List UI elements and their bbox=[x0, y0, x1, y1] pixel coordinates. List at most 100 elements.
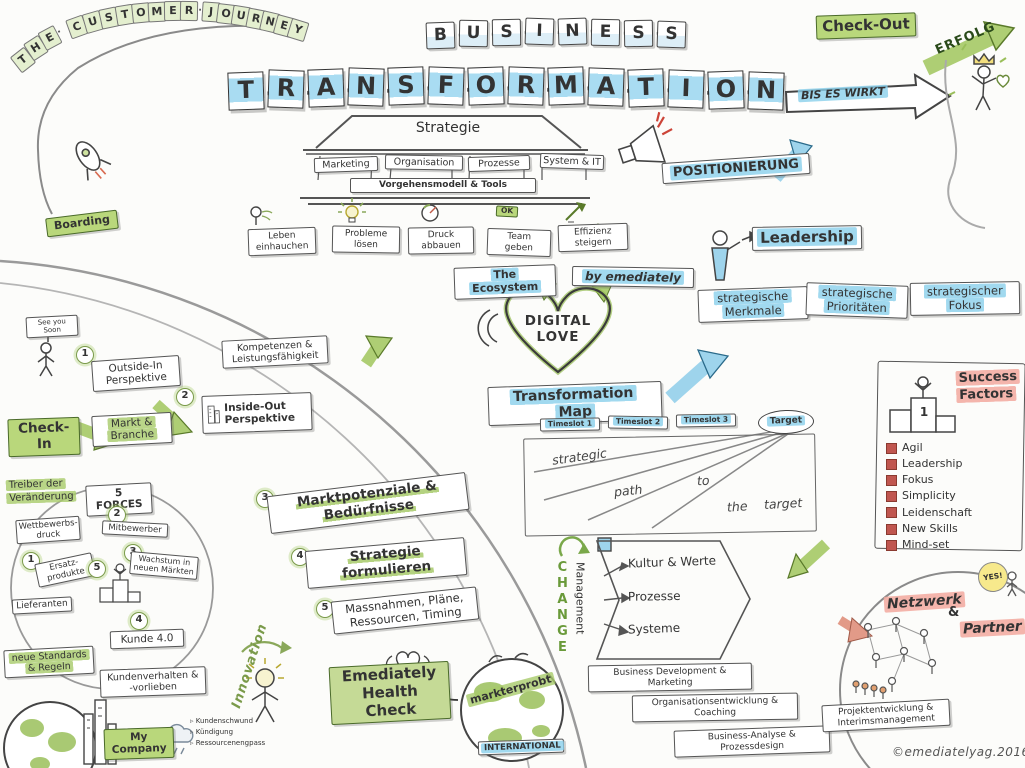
yes-figure bbox=[1006, 571, 1018, 597]
service-business-development: Business Development & Marketing bbox=[587, 662, 753, 693]
rocket-icon bbox=[75, 141, 112, 181]
temple-base-label: Vorgehensmodell & Tools bbox=[350, 178, 536, 193]
international-label: INTERNATIONAL bbox=[477, 738, 565, 756]
timeslot-2: Timeslot 2 bbox=[607, 415, 669, 430]
treiber-text: Treiber der Veränderung bbox=[5, 478, 77, 505]
service-organisationsentwicklung: Organisationsentwicklung & Coaching bbox=[631, 692, 799, 723]
business-letter: E bbox=[590, 18, 621, 47]
flow-arrow-down-left bbox=[787, 539, 831, 579]
benefit-card-druck: Druck abbauen bbox=[407, 226, 475, 255]
success-item-text: Mind-set bbox=[902, 537, 950, 551]
partner-text: Partner bbox=[959, 618, 1025, 638]
journey-letter: R bbox=[179, 0, 199, 22]
journey-direction-arrow bbox=[361, 335, 394, 368]
bullet-square-icon bbox=[886, 507, 897, 519]
treiber-label: Treiber der Veränderung bbox=[5, 477, 77, 505]
force-number-4: 4 bbox=[130, 612, 148, 630]
force-number-5: 5 bbox=[88, 560, 106, 578]
bullet-square-icon bbox=[886, 458, 897, 470]
transformation-letter: T bbox=[627, 68, 665, 108]
standards-box: neue Standards & Regeln bbox=[3, 645, 95, 679]
inside-out-text: Inside-Out Perspektive bbox=[223, 399, 296, 427]
erfolg-arrow bbox=[922, 20, 1016, 76]
benefit-card-probleme: Probleme lösen bbox=[331, 225, 401, 254]
copyright-label: ©emediatelyag.2016 bbox=[892, 745, 1025, 759]
journey-path-line bbox=[36, 24, 306, 215]
network-arrow bbox=[837, 616, 874, 643]
kompetenzen-box: Kompetenzen & Leistungsfähigkeit bbox=[221, 335, 329, 370]
step-number-1: 1 bbox=[76, 346, 94, 364]
bullet-square-icon bbox=[886, 442, 897, 454]
ok-badge: OK bbox=[495, 205, 519, 218]
soon-sign: See you Soon bbox=[25, 314, 79, 338]
timeslot-3: Timeslot 3 bbox=[675, 413, 737, 428]
step4-text: Strategie formulieren bbox=[339, 542, 434, 582]
big-arc-outer bbox=[0, 259, 588, 768]
business-letter: S bbox=[623, 19, 654, 48]
megaphone-icon bbox=[617, 111, 673, 164]
path-word-to: to bbox=[696, 472, 711, 489]
bullet-square-icon bbox=[886, 523, 897, 535]
transformation-letter: A bbox=[307, 68, 345, 108]
markt-branche-text: Markt & Branche bbox=[107, 415, 158, 443]
business-letter: N bbox=[557, 17, 588, 46]
network-ampersand: & bbox=[948, 605, 960, 620]
strategy-box-fokus: strategischer Fokus bbox=[909, 281, 1021, 317]
ecosystem-label: The Ecosystem bbox=[453, 264, 557, 300]
issue-item: Kündigung bbox=[190, 727, 270, 738]
issue-item: Kundenschwund bbox=[190, 716, 270, 727]
ecosystem-text: The Ecosystem bbox=[468, 267, 542, 296]
transformation-letter: O bbox=[707, 70, 745, 110]
kundenverhalten-box: Kundenverhalten & -vorlieben bbox=[99, 666, 207, 699]
breathe-life-icon bbox=[250, 206, 273, 225]
timeslot-1: Timeslot 1 bbox=[539, 417, 601, 432]
change-item-arrows bbox=[603, 561, 631, 637]
company-issues-list: Kundenschwund Kündigung Ressourcenengpas… bbox=[190, 716, 270, 750]
benefit-card-effizienz: Effizienz steigern bbox=[557, 222, 629, 253]
benefit-card-leben: Leben einhauchen bbox=[247, 226, 317, 257]
transformation-letter: O bbox=[467, 66, 505, 106]
transformation-letter: F bbox=[427, 66, 465, 106]
partner-label: Partner bbox=[959, 618, 1025, 638]
success-title-text: Success Factors bbox=[955, 368, 1021, 403]
strategic-path-lines bbox=[533, 429, 789, 529]
change-cycle-icon bbox=[558, 536, 590, 557]
by-emediately-label: by emediately bbox=[571, 265, 695, 289]
issue-item: Ressourcenengpass bbox=[190, 738, 270, 749]
success-item-text: Simplicity bbox=[902, 489, 956, 503]
international-text: INTERNATIONAL bbox=[480, 740, 564, 754]
temple-pillar-system-it: System & IT bbox=[539, 152, 605, 171]
force-kunde40: Kunde 4.0 bbox=[109, 628, 185, 650]
checkin-label: Check-In bbox=[7, 416, 81, 458]
winner-podium-icon bbox=[889, 376, 956, 433]
success-items-list: Agil Leadership Fokus Simplicity Leidens… bbox=[886, 441, 1018, 555]
digital-love-heart bbox=[477, 285, 613, 376]
big-arc-inner bbox=[0, 282, 530, 768]
transformation-letter: T bbox=[227, 71, 265, 111]
transformation-letter: R bbox=[507, 66, 545, 106]
timeslot-1-text: Timeslot 1 bbox=[544, 418, 596, 429]
earth-icon bbox=[3, 701, 97, 768]
strategy-box-merkmale: strategische Merkmale bbox=[697, 286, 809, 324]
markt-branche-box: Markt & Branche bbox=[91, 411, 173, 447]
digital-love-label: DIGITAL LOVE bbox=[524, 313, 592, 345]
leadership-text: Leadership bbox=[757, 227, 857, 247]
business-letter: I bbox=[524, 17, 555, 46]
target-text: Target bbox=[766, 415, 806, 427]
success-item-text: Agil bbox=[902, 441, 923, 454]
business-letter: U bbox=[458, 19, 489, 48]
podium-rank: 1 bbox=[919, 405, 929, 419]
success-item: Fokus bbox=[886, 474, 1018, 487]
outside-in-box: Outside-In Perspektive bbox=[91, 354, 181, 392]
network-people bbox=[863, 616, 937, 692]
timeslot-2-text: Timeslot 2 bbox=[612, 416, 664, 427]
transformation-letter: N bbox=[347, 67, 385, 107]
lightbulb-icon bbox=[338, 198, 366, 223]
force-wettbewerbsdruck: Wettbewerbs- druck bbox=[15, 515, 81, 545]
path-word-target: target bbox=[763, 495, 803, 512]
map-arrow bbox=[665, 349, 730, 404]
bullet-square-icon bbox=[886, 475, 897, 487]
path-word-the: the bbox=[726, 498, 748, 515]
